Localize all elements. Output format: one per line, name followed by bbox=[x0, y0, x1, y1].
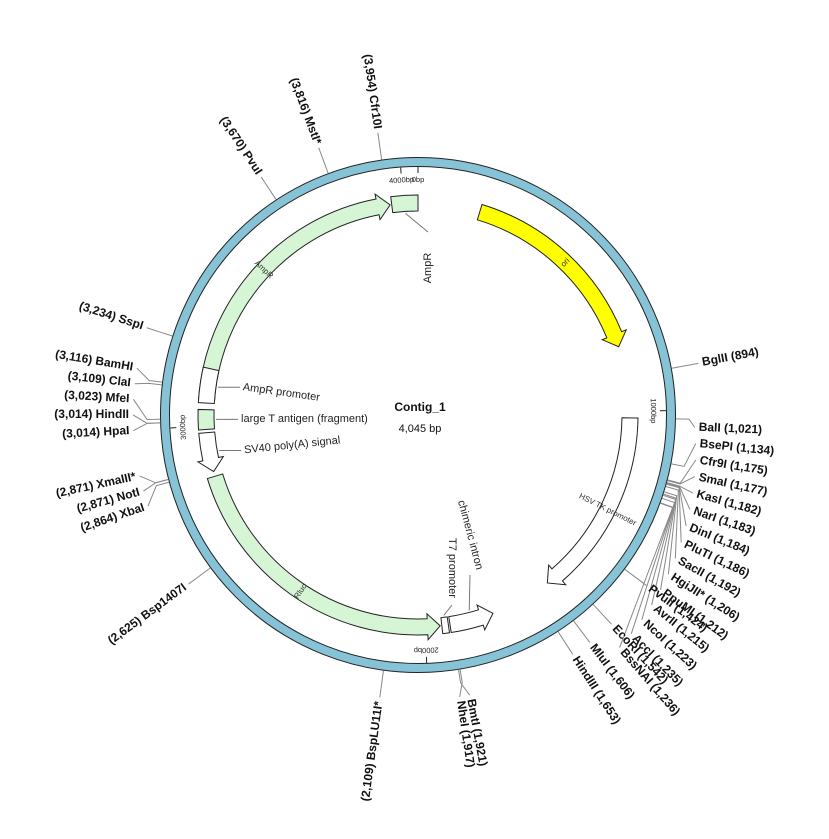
site-leader-3-816-msti bbox=[318, 147, 329, 174]
site-leader-sacii-1-192 bbox=[665, 486, 679, 559]
site-label-3-670-pvui[interactable]: (3,670) PvuI bbox=[217, 114, 265, 177]
tick-label-0: 0bp bbox=[412, 175, 425, 184]
site-leader-3-234-sspi bbox=[146, 327, 173, 337]
site-leader-nhei-1-917 bbox=[459, 669, 463, 698]
site-label-bali-1-021[interactable]: BalI (1,021) bbox=[698, 420, 762, 437]
site-label-3-014-hindii[interactable]: (3,014) HindII bbox=[54, 407, 129, 421]
feature-chimeric-intron-7 bbox=[448, 604, 494, 634]
site-leader-avrii-1-215 bbox=[651, 494, 677, 606]
site-leader-3-670-pvui bbox=[260, 176, 277, 200]
feature-rluc-9 bbox=[206, 473, 441, 642]
site-leader-bali-1-021 bbox=[675, 418, 696, 428]
site-leader-mlui-1-606 bbox=[573, 620, 591, 643]
site-leader-3-954-cfr10i bbox=[377, 132, 383, 160]
backbone-fill bbox=[161, 158, 675, 672]
tick-label-4000: 4000bp bbox=[389, 175, 415, 186]
feature-ori-2 bbox=[476, 203, 628, 348]
site-label-2-109-bsplu11i[interactable]: (2,109) BspLU11I* bbox=[358, 700, 385, 802]
site-leader-3-014-hpai bbox=[133, 422, 161, 432]
site-leader-pluti-1-186 bbox=[666, 483, 682, 543]
site-label-3-014-hpai[interactable]: (3,014) HpaI bbox=[62, 423, 130, 441]
site-leader-ncoi-1-223 bbox=[641, 497, 676, 620]
feature-label-chimeric-intron-7: chimeric intron bbox=[455, 499, 485, 571]
site-leader-2-109-bsplu11i bbox=[379, 670, 384, 698]
site-leader-2-625-bsp1407i bbox=[188, 567, 211, 585]
site-leader-2-871-xmaiii bbox=[139, 475, 169, 484]
site-leader-ecori-1-542 bbox=[592, 604, 612, 625]
feature-label-large-t-antigen-fragment-4: large T antigen (fragment) bbox=[241, 413, 368, 425]
feature-ampr-0 bbox=[198, 193, 391, 401]
feature-label-sv40-poly-a-signal-5: SV40 poly(A) signal bbox=[244, 434, 341, 456]
feature-sv40-poly-a-signal-5 bbox=[196, 431, 225, 473]
site-leader-2-864-xbai bbox=[147, 481, 170, 507]
site-leader-pvuii-1-424 bbox=[624, 568, 647, 586]
site-leader-bglii-894 bbox=[671, 362, 699, 369]
site-label-3-234-sspi[interactable]: (3,234) SspI bbox=[77, 299, 145, 333]
site-label-3-023-mfei[interactable]: (3,023) MfeI bbox=[64, 388, 130, 406]
feature-t7-promoter-8 bbox=[440, 616, 451, 635]
feature-label-ampr-promoter-3: AmpR promoter bbox=[242, 381, 321, 404]
site-leader-bsepi-1-134 bbox=[671, 443, 697, 467]
feature-label-ampr-1: AmpR bbox=[422, 253, 434, 284]
tick-marks: 0bp 1000bp 2000bp 3000bp 4000bp bbox=[170, 167, 666, 663]
site-label-3-954-cfr10i[interactable]: (3,954) Cfr10I bbox=[361, 53, 385, 130]
feature-leader-ampr-1 bbox=[405, 213, 429, 233]
site-leader-hindiii-1-653 bbox=[557, 631, 574, 655]
feature-ampr-1 bbox=[390, 194, 419, 214]
site-label-3-116-bamhi[interactable]: (3,116) BamHI bbox=[54, 347, 134, 374]
feature-leader-chimeric-intron-7 bbox=[468, 574, 471, 611]
site-leader-bmti-1-921 bbox=[458, 669, 471, 696]
feature-hsv-tk-promoter-6 bbox=[546, 417, 639, 586]
site-label-3-816-msti[interactable]: (3,816) MstI* bbox=[287, 76, 325, 147]
site-leader-3-116-bamhi bbox=[136, 367, 163, 383]
backbone-ring bbox=[160, 157, 676, 673]
tick-label-1000: 1000bp bbox=[649, 398, 658, 423]
feature-label-t7-promoter-8: T7 promoter bbox=[446, 538, 458, 598]
tick-label-2000: 2000bp bbox=[414, 645, 439, 655]
site-leader-3-023-mfei bbox=[133, 399, 161, 421]
plasmid-name: Contig_1 bbox=[394, 400, 446, 414]
site-label-3-109-clai[interactable]: (3,109) ClaI bbox=[67, 369, 132, 390]
site-leader-ppumi-1-212 bbox=[660, 493, 677, 590]
feature-leader-t7-promoter-8 bbox=[443, 604, 453, 616]
site-label-bglii-894[interactable]: BglII (894) bbox=[701, 345, 760, 369]
site-leader-cfr9i-1-175 bbox=[667, 459, 697, 484]
site-leader-2-871-noti bbox=[143, 479, 169, 492]
site-leader-smai-1-177 bbox=[667, 476, 696, 485]
feature-ampr-promoter-3 bbox=[197, 366, 220, 405]
feature-large-t-antigen-fragment-4 bbox=[197, 408, 216, 431]
plasmid-length: 4,045 bp bbox=[399, 423, 442, 435]
site-leader-dini-1-184 bbox=[666, 482, 687, 527]
site-leader-bssnai-1-236 bbox=[619, 502, 674, 648]
site-leader-3-109-clai bbox=[134, 382, 162, 386]
site-label-2-625-bsp1407i[interactable]: (2,625) Bsp1407I bbox=[105, 580, 189, 647]
site-leader-hgijii-1-206 bbox=[664, 491, 678, 575]
tick-label-3000: 3000bp bbox=[178, 415, 188, 440]
